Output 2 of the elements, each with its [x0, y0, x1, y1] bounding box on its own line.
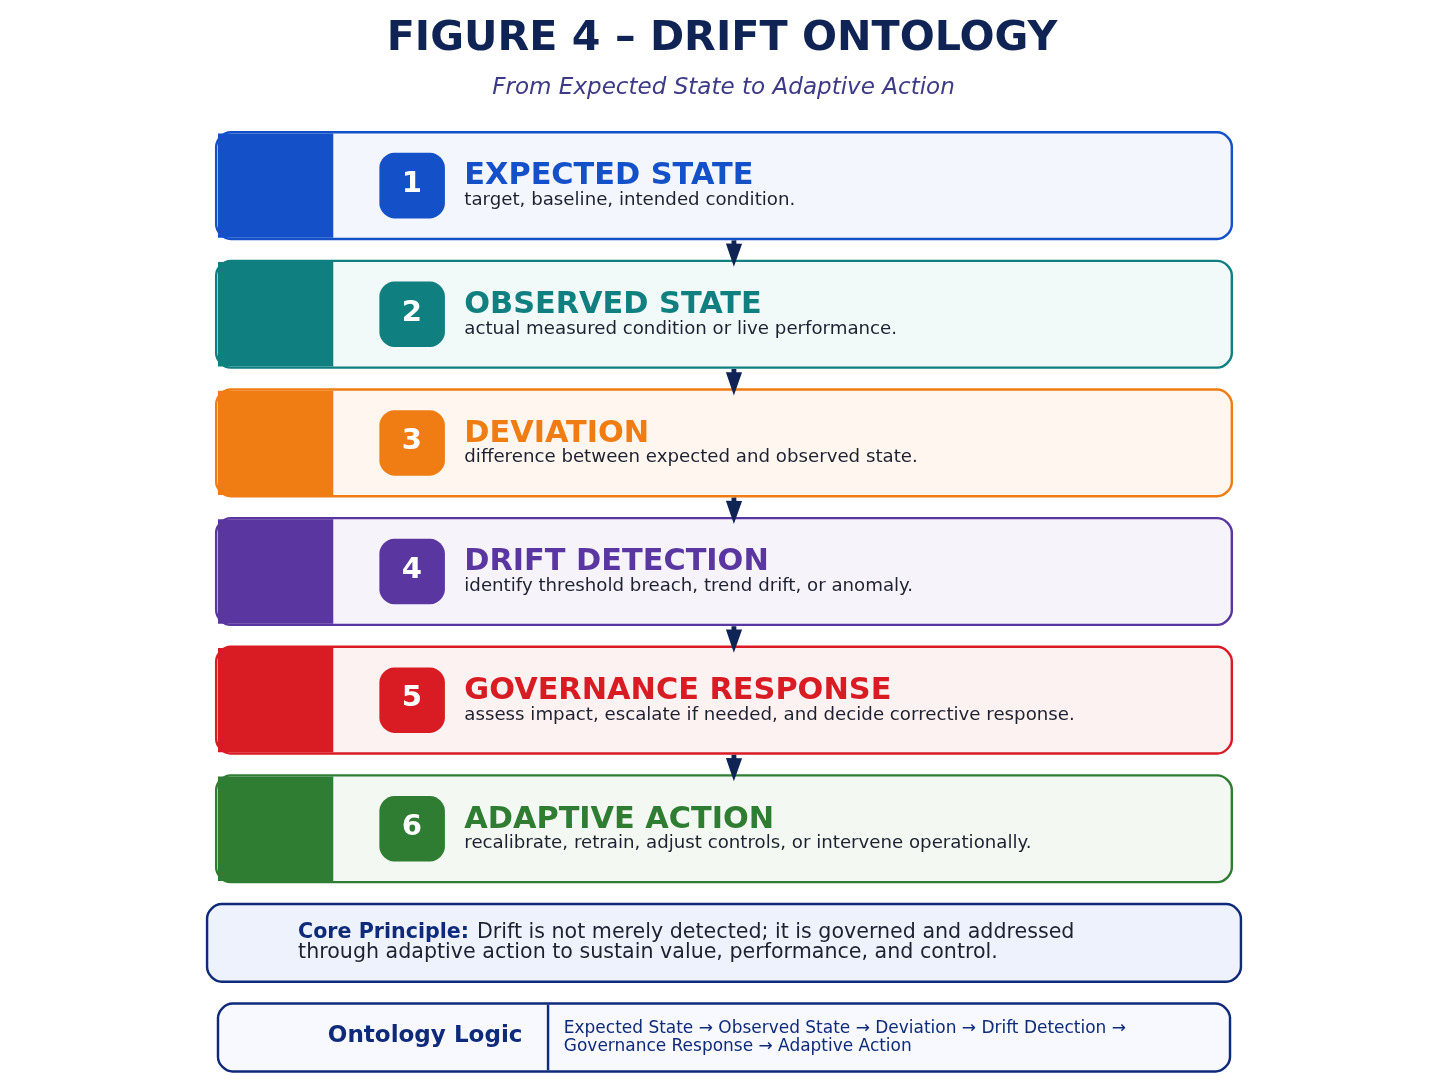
diagram-title: FIGURE 4 – DRIFT ONTOLOGY [386, 11, 1058, 60]
label: From Expected State to Adaptive Action [492, 73, 955, 100]
